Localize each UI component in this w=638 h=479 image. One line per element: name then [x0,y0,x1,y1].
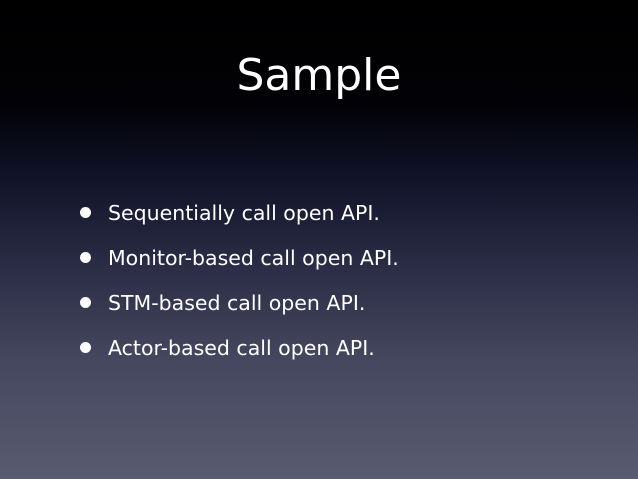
bullet-dot-icon [80,297,91,308]
bullet-text: Sequentially call open API. [108,201,380,225]
bullet-text: Actor-based call open API. [108,336,375,360]
bullet-text: STM-based call open API. [108,291,366,315]
bullet-dot-icon [80,342,91,353]
bullet-text: Monitor-based call open API. [108,246,399,270]
bullet-dot-icon [80,252,91,263]
bullet-dot-icon [80,207,91,218]
slide-title: Sample [236,50,402,101]
